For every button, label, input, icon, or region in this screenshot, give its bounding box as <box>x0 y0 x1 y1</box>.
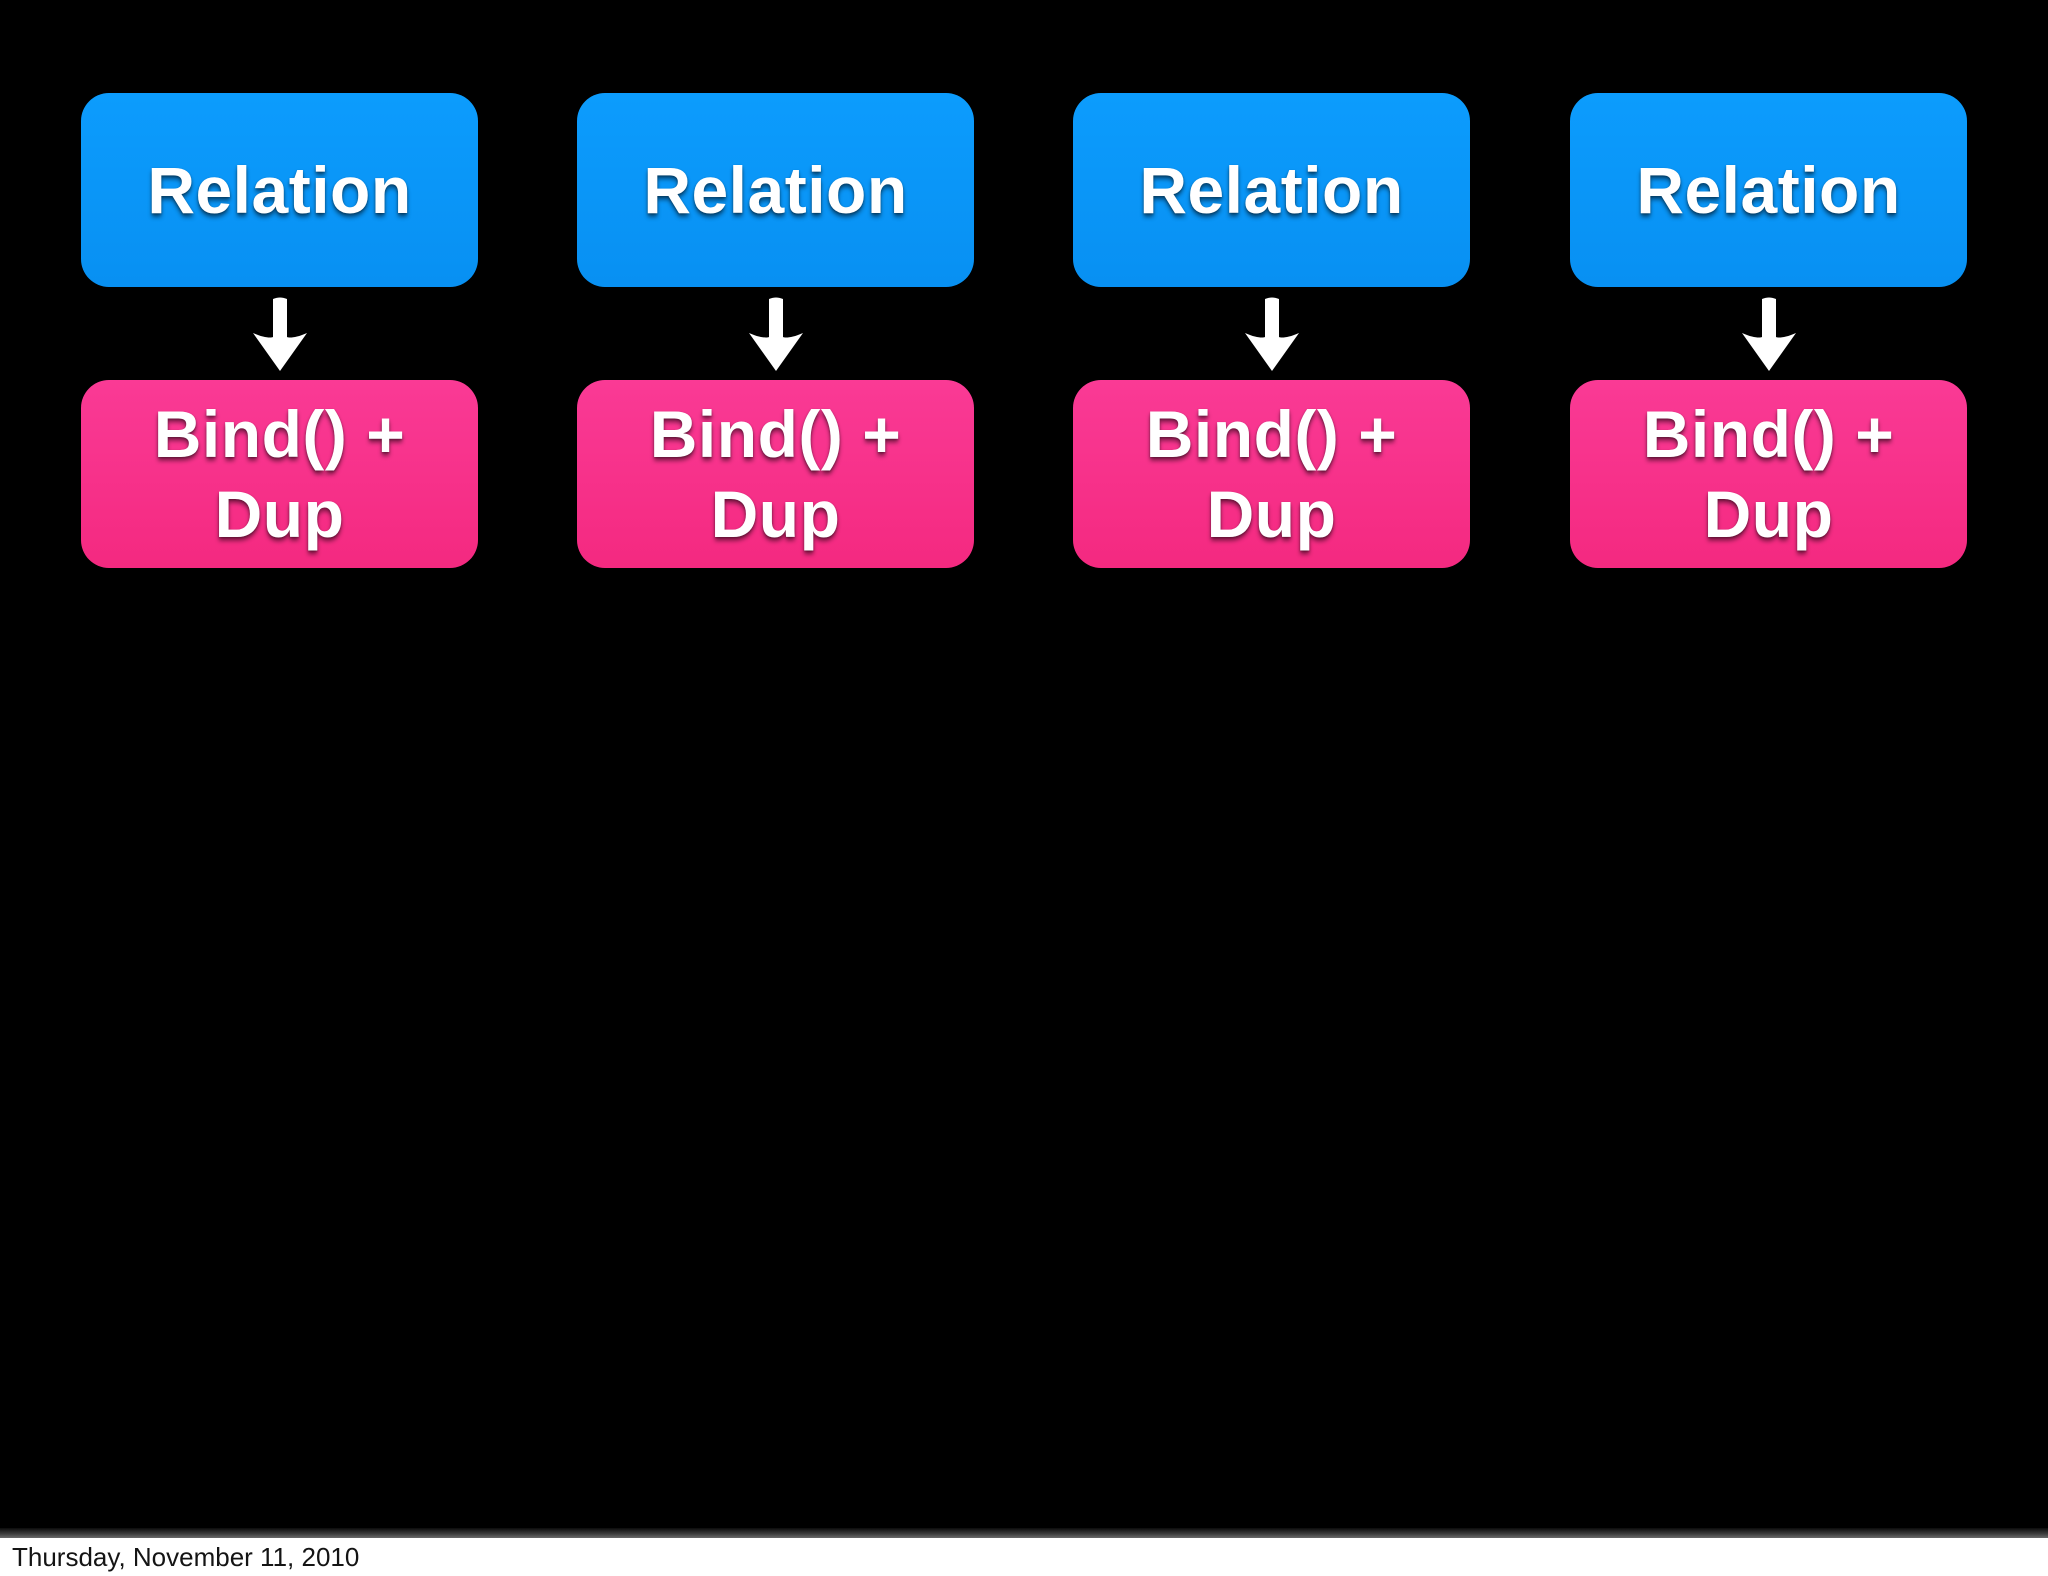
bind-dup-box: Bind() + Dup <box>81 380 478 568</box>
arrow-container <box>748 287 804 380</box>
relation-label: Relation <box>147 153 412 227</box>
flow-column-1: Relation Bind() + Dup <box>81 93 478 568</box>
bind-dup-box: Bind() + Dup <box>577 380 974 568</box>
relation-box: Relation <box>1570 93 1967 287</box>
arrow-container <box>1244 287 1300 380</box>
relation-box: Relation <box>1073 93 1470 287</box>
footer-bar: Thursday, November 11, 2010 <box>0 1538 2048 1576</box>
slide-canvas: Relation Bind() + Dup Relation <box>81 93 1967 568</box>
bind-dup-box: Bind() + Dup <box>1570 380 1967 568</box>
down-arrow-icon <box>1741 297 1796 371</box>
arrow-container <box>252 287 308 380</box>
bind-dup-label-line1: Bind() + <box>649 397 902 471</box>
arrow-container <box>1741 287 1797 380</box>
bind-dup-label-line2: Dup <box>214 477 345 551</box>
bind-dup-label-line2: Dup <box>710 477 841 551</box>
flow-column-2: Relation Bind() + Dup <box>577 93 974 568</box>
relation-label: Relation <box>1636 153 1901 227</box>
bind-dup-box: Bind() + Dup <box>1073 380 1470 568</box>
bind-dup-label-line2: Dup <box>1206 477 1337 551</box>
bind-dup-label-line1: Bind() + <box>1642 397 1895 471</box>
flow-column-3: Relation Bind() + Dup <box>1073 93 1470 568</box>
bind-dup-label-line2: Dup <box>1703 477 1834 551</box>
bind-dup-label-line1: Bind() + <box>1145 397 1398 471</box>
footer-date: Thursday, November 11, 2010 <box>12 1542 360 1572</box>
slide-bottom-edge <box>0 1528 2048 1538</box>
down-arrow-icon <box>1244 297 1299 371</box>
down-arrow-icon <box>748 297 803 371</box>
bind-dup-label-line1: Bind() + <box>153 397 406 471</box>
down-arrow-icon <box>252 297 307 371</box>
relation-label: Relation <box>1139 153 1404 227</box>
relation-box: Relation <box>81 93 478 287</box>
relation-box: Relation <box>577 93 974 287</box>
relation-label: Relation <box>643 153 908 227</box>
flow-column-4: Relation Bind() + Dup <box>1570 93 1967 568</box>
